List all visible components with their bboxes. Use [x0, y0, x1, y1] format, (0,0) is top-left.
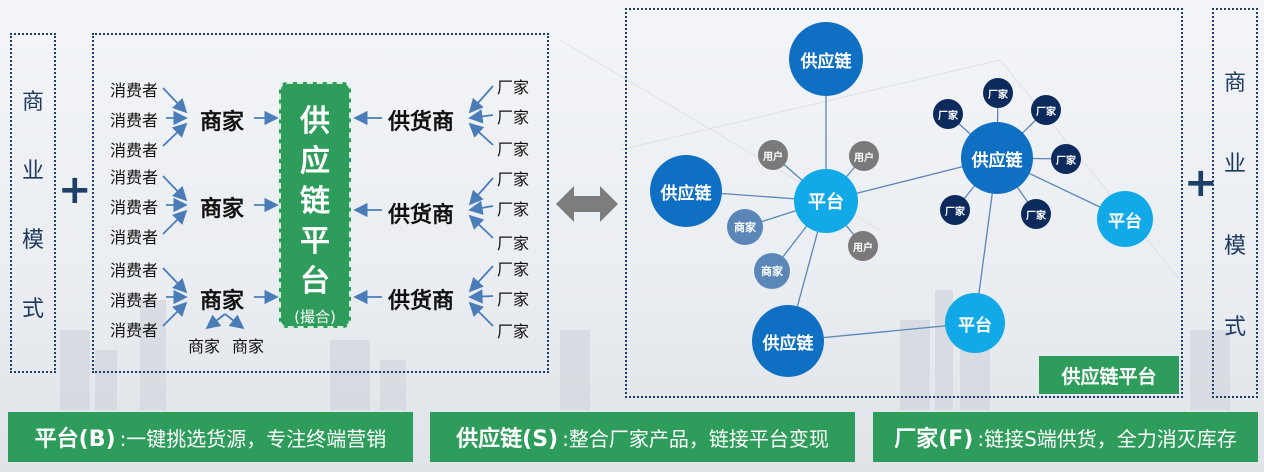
core-subtitle: (撮合)	[294, 308, 336, 326]
supplier-label: 供货商	[388, 110, 455, 135]
network-user-node: 用户	[849, 141, 879, 171]
bottom-banner-supply-chain: 供应链(S) :整合厂家产品，链接平台变现	[430, 412, 855, 462]
right-business-model-label: 商 业 模 式	[1212, 8, 1258, 398]
network-user-node: 用户	[758, 140, 788, 170]
network-supply-chain-node: 供应链	[961, 122, 1033, 194]
core-char: 台	[300, 264, 330, 299]
network-supply-chain-node: 供应链	[789, 22, 863, 96]
network-merchant-node: 商家	[754, 253, 790, 289]
factory-label: 厂家	[497, 234, 530, 253]
factory-label: 厂家	[497, 322, 530, 341]
network-factory-node: 厂家	[1051, 144, 1081, 174]
merchant-label: 商家	[200, 110, 245, 135]
consumer-label: 消费者	[110, 111, 159, 130]
banner-key: 供应链(S)	[456, 427, 559, 452]
factory-label: 厂家	[497, 78, 530, 97]
banner-desc: :链接S端供货，全力消灭库存	[977, 426, 1237, 451]
right-label-char: 商	[1223, 70, 1246, 96]
network-user-node: 用户	[848, 231, 878, 261]
network-platform-badge: 供应链平台	[1039, 356, 1179, 394]
network-factory-node: 厂家	[983, 78, 1013, 108]
network-factory-node: 厂家	[1031, 95, 1061, 125]
supplier-label: 供货商	[388, 289, 455, 314]
consumer-label: 消费者	[110, 261, 159, 280]
consumer-label: 消费者	[110, 141, 159, 160]
factory-label: 厂家	[497, 108, 530, 127]
factory-label: 厂家	[497, 290, 530, 309]
left-plus-icon: +	[58, 167, 92, 213]
left-label-char: 式	[21, 296, 44, 322]
left-label-char: 业	[21, 158, 44, 184]
bottom-banner-platform: 平台(B) :一键挑选货源，专注终端营销	[8, 412, 413, 462]
core-char: 链	[300, 184, 330, 219]
sub-merchant-label: 商家	[232, 337, 265, 356]
core-char: 供	[300, 104, 330, 139]
supplier-label: 供货商	[388, 203, 455, 228]
sub-merchant-label: 商家	[188, 337, 221, 356]
consumer-label: 消费者	[110, 198, 159, 217]
banner-desc: :整合厂家产品，链接平台变现	[562, 426, 829, 451]
consumer-label: 消费者	[110, 228, 159, 247]
left-label-char: 商	[21, 89, 44, 115]
banner-key: 平台(B)	[34, 427, 116, 452]
left-business-model-label: 商 业 模 式	[10, 33, 56, 373]
double-arrow-icon	[556, 186, 618, 222]
right-plus-icon: +	[1184, 160, 1218, 206]
consumer-label: 消费者	[110, 168, 159, 187]
right-label-char: 式	[1223, 315, 1246, 341]
core-char: 平	[300, 224, 330, 259]
factory-label: 厂家	[497, 200, 530, 219]
network-platform-node: 平台	[945, 293, 1005, 353]
banner-key: 厂家(F)	[894, 427, 974, 452]
factory-label: 厂家	[497, 140, 530, 159]
supply-chain-platform-core: 供 应 链 平 台 (撮合)	[279, 82, 351, 328]
merchant-label: 商家	[200, 289, 245, 314]
network-supply-chain-node: 供应链	[752, 305, 824, 377]
network-platform-node: 平台	[794, 169, 858, 233]
left-label-char: 模	[21, 227, 44, 253]
consumer-label: 消费者	[110, 81, 159, 100]
factory-label: 厂家	[497, 170, 530, 189]
consumer-label: 消费者	[110, 291, 159, 310]
traditional-flow-box	[92, 33, 549, 373]
network-platform-node: 平台	[1097, 191, 1153, 247]
network-diagram-box	[625, 8, 1183, 398]
banner-desc: :一键挑选货源，专注终端营销	[119, 426, 387, 451]
core-char: 应	[300, 144, 330, 179]
network-supply-chain-node: 供应链	[650, 155, 722, 227]
merchant-label: 商家	[200, 197, 245, 222]
network-factory-node: 厂家	[933, 99, 963, 129]
network-merchant-node: 商家	[727, 209, 763, 245]
network-factory-node: 厂家	[940, 195, 970, 225]
right-label-char: 业	[1223, 152, 1246, 178]
factory-label: 厂家	[497, 260, 530, 279]
network-factory-node: 厂家	[1021, 199, 1051, 229]
consumer-label: 消费者	[110, 321, 159, 340]
right-label-char: 模	[1223, 233, 1246, 259]
bottom-banner-factory: 厂家(F) :链接S端供货，全力消灭库存	[873, 412, 1258, 462]
